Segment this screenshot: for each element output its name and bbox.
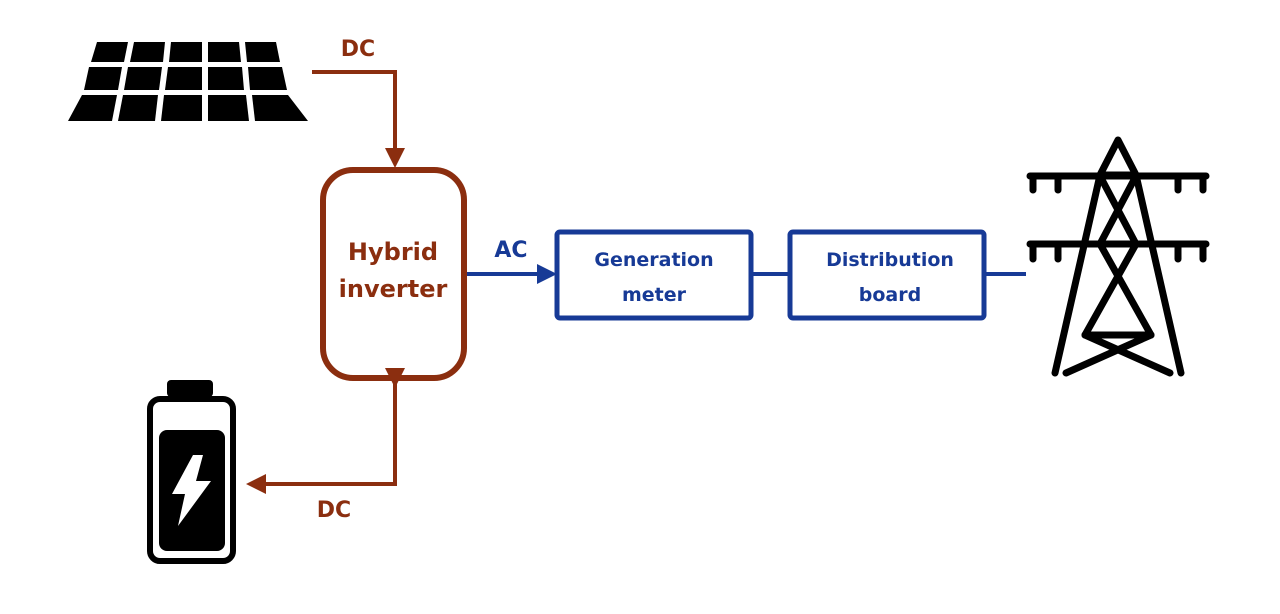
hybrid-inverter-box (320, 167, 467, 381)
solar-panel-icon (68, 42, 308, 121)
solar-to-inverter-arrow (312, 70, 405, 168)
generation-meter-box (554, 229, 754, 321)
distribution-board-line2: board (859, 284, 921, 306)
transmission-tower-icon (1026, 136, 1210, 377)
battery-dc-label: DC (317, 498, 351, 523)
distribution-board-box (787, 229, 987, 321)
lightning-bolt-icon (172, 455, 211, 526)
solar-dc-label: DC (341, 37, 375, 62)
ac-label: AC (494, 238, 527, 263)
inverter-battery-arrow (246, 368, 405, 494)
distribution-board-line1: Distribution (826, 249, 954, 271)
inverter-label-line2: inverter (339, 275, 448, 303)
generation-meter-line1: Generation (594, 249, 713, 271)
battery-icon (147, 380, 236, 564)
generation-meter-line2: meter (622, 284, 687, 306)
inverter-label-line1: Hybrid (348, 238, 438, 266)
